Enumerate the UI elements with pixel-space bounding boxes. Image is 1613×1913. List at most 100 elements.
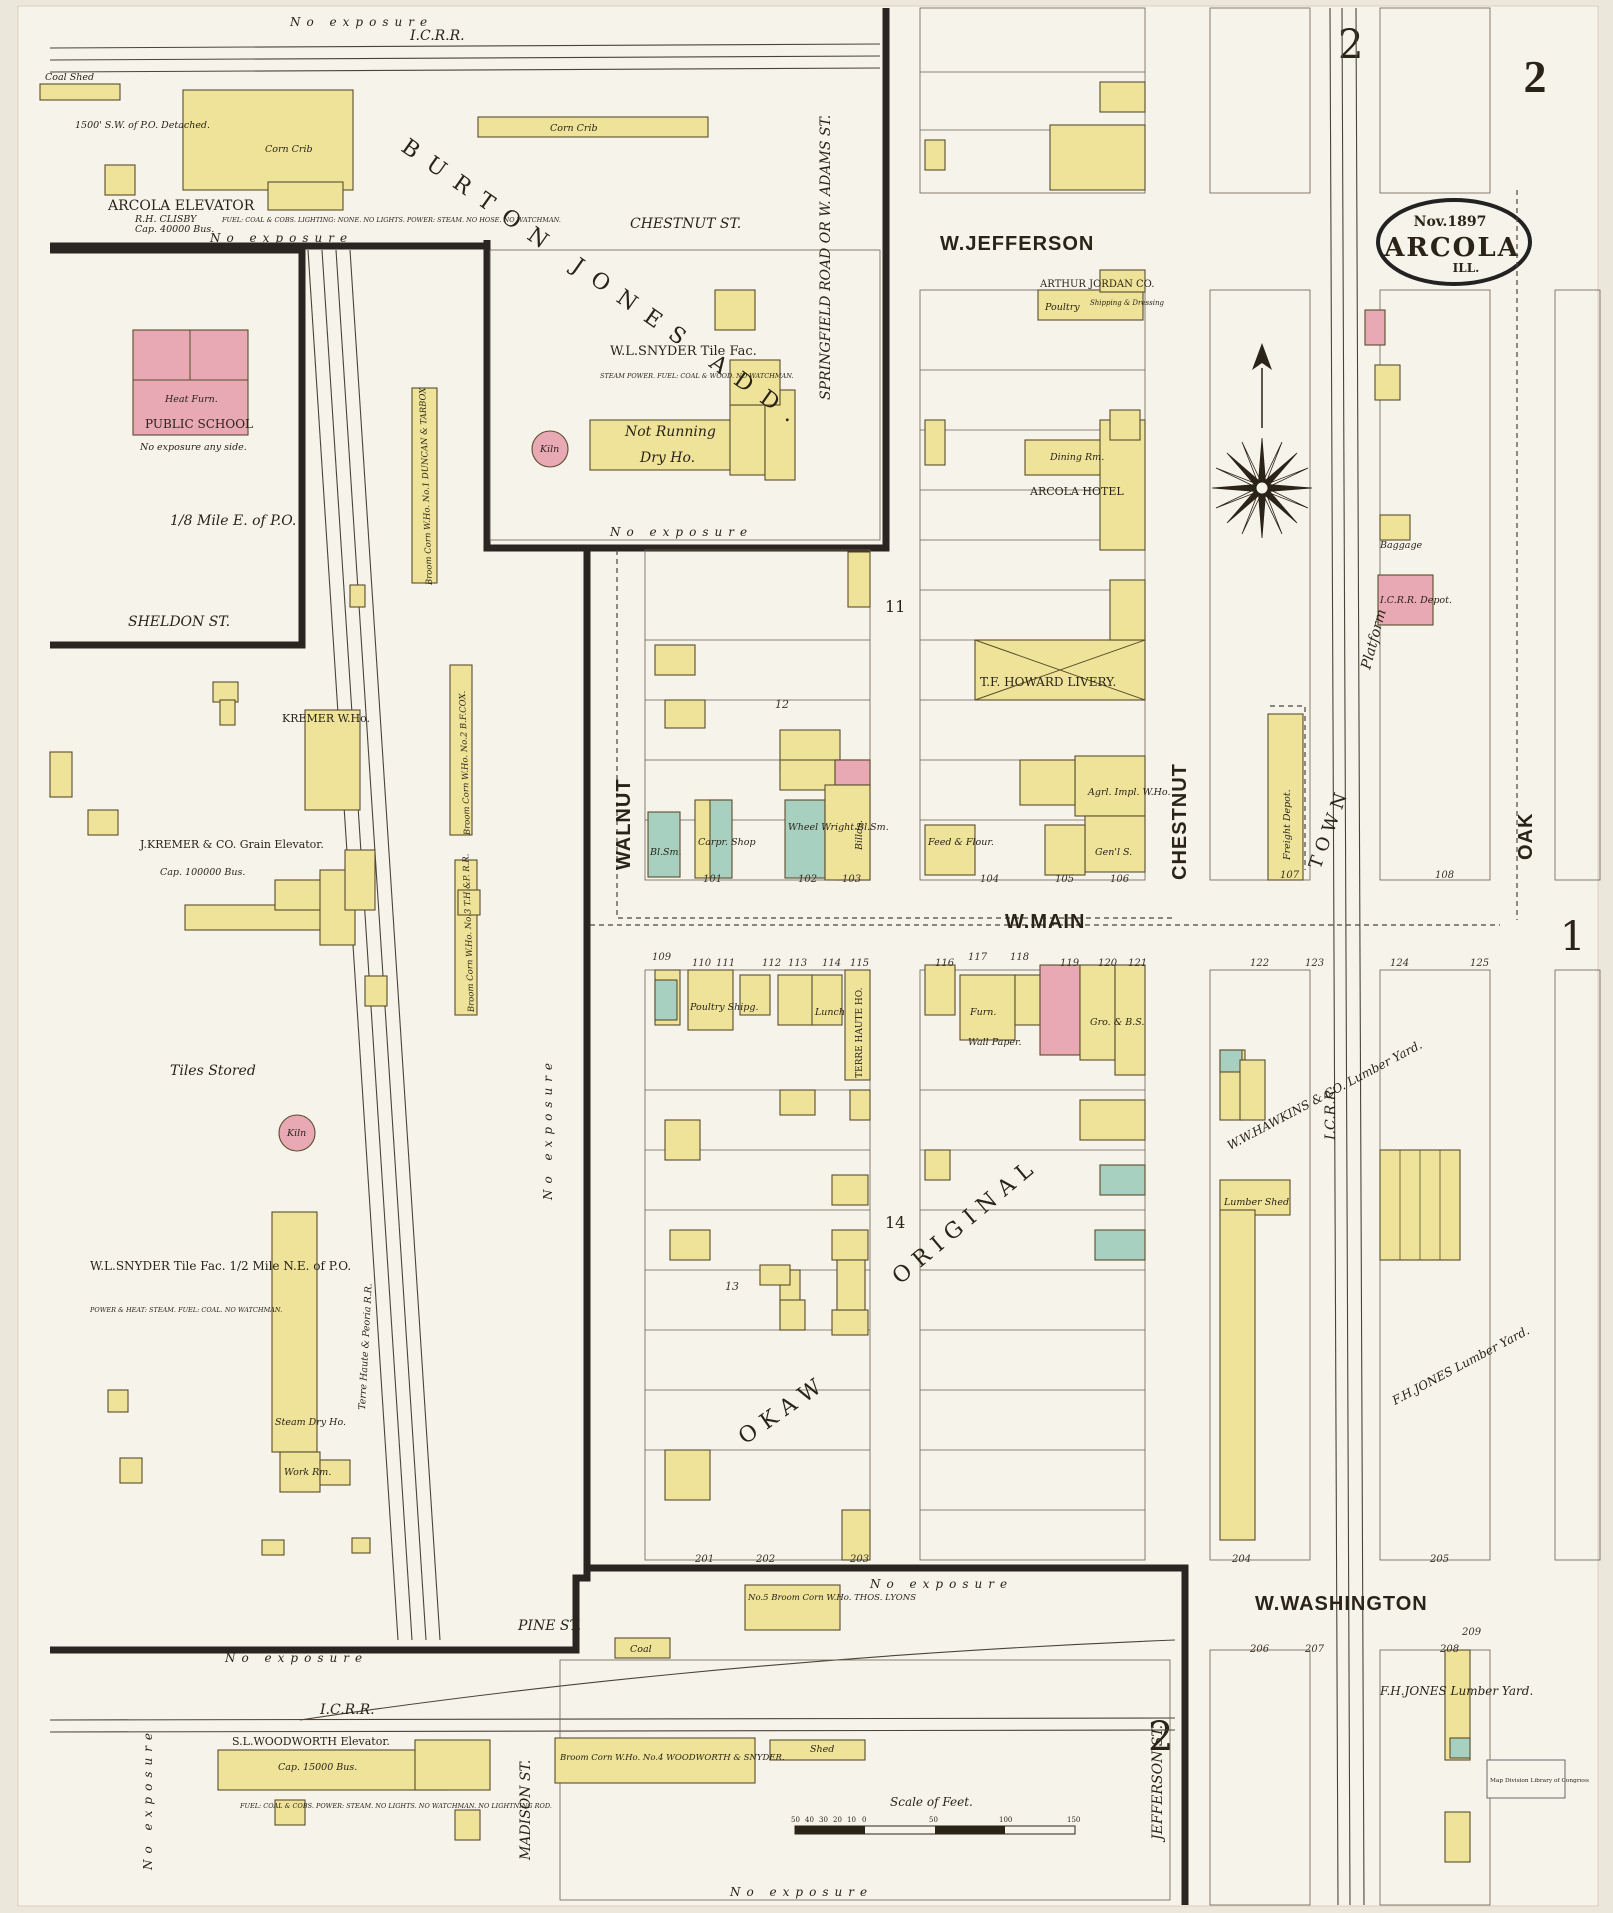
label-woodworth-cap: Cap. 15000 Bus.	[278, 1762, 357, 1773]
address-label: 112	[762, 958, 781, 969]
block-14-buildings	[654, 969, 871, 1561]
address-label: 121	[1128, 958, 1147, 969]
label-freight-depot: Freight Depot.	[1282, 789, 1293, 861]
address-label: 119	[1060, 958, 1080, 969]
boundary-line	[483, 8, 890, 552]
label-baggage: Baggage	[1379, 540, 1423, 551]
scale-tick: 100	[999, 1816, 1012, 1824]
icrr-top-track	[49, 43, 881, 73]
kiln-lower	[278, 1114, 316, 1152]
label-public-school: PUBLIC SCHOOL	[145, 417, 253, 431]
corn-crib-top	[477, 116, 709, 138]
address-label: 120	[1098, 958, 1118, 969]
exposure-label: No exposure	[541, 1057, 555, 1201]
public-school	[132, 329, 249, 436]
address-label: 203	[849, 1554, 869, 1565]
label-work-rm: Work Rm.	[284, 1467, 331, 1478]
kiln-top	[531, 430, 569, 468]
label-mile-east: 1/8 Mile E. of P.O.	[170, 513, 296, 529]
exposure-label: No exposure	[224, 1651, 368, 1665]
main-north-addresses: 101 102 103 104 105 106 107 108	[703, 870, 1454, 885]
scale-tick: 30	[819, 1816, 828, 1824]
label-billds: Billds.	[854, 820, 865, 851]
address-label: 202	[755, 1554, 775, 1565]
label-lunch: Lunch	[814, 1007, 845, 1018]
address-label: 123	[1305, 958, 1324, 969]
exposure-label: No exposure	[869, 1577, 1013, 1591]
library-stamp-text: Map Division Library of Congress	[1490, 1778, 1589, 1784]
label-public-school-exposure: No exposure any side.	[139, 442, 247, 453]
address-label: 101	[703, 874, 722, 885]
scale-tick: 50	[929, 1816, 938, 1824]
label-howard-livery: T.F. HOWARD LIVERY.	[980, 675, 1116, 689]
block-11-buildings	[647, 551, 871, 881]
label-carpr-shop: Carpr. Shop	[698, 837, 756, 848]
address-label: 105	[1055, 874, 1074, 885]
street-label-chestnut: CHESTNUT	[1169, 763, 1191, 880]
street-label-washington: W.WASHINGTON	[1255, 1593, 1428, 1615]
title-town: ARCOLA	[1383, 233, 1520, 263]
kremer-elevator	[49, 681, 388, 1007]
address-label: 205	[1429, 1554, 1449, 1565]
neighbor-sheet-bottom: 2	[1148, 1714, 1173, 1760]
address-label: 118	[1010, 952, 1029, 963]
exposure-label: No exposure	[609, 525, 753, 539]
address-label: 115	[850, 958, 869, 969]
label-coal-shed: Coal Shed	[45, 72, 94, 83]
exposure-label: No exposure	[209, 231, 353, 245]
original-block-buildings	[924, 964, 1146, 1261]
arcola-elevator-building	[39, 83, 354, 211]
label-arcola-hotel: ARCOLA HOTEL	[1029, 485, 1124, 498]
scale-bar: Scale of Feet. 50 40 30 20 10 0 50 100 1…	[791, 1795, 1080, 1835]
arthur-jordan-building	[1037, 269, 1146, 321]
address-label: 103	[842, 874, 861, 885]
railroad-label-icrr-top: I.C.R.R.	[409, 28, 465, 44]
street-label-main: W.MAIN	[1005, 911, 1085, 933]
title-date: Nov.1897	[1414, 214, 1487, 230]
title-badge: Nov.1897 ARCOLA ILL.	[1376, 198, 1532, 286]
block-number-12: 12	[775, 698, 789, 711]
icrr-bottom-track	[49, 1639, 1176, 1733]
street-label-jefferson-st: JEFFERSON ST.	[1150, 1725, 1166, 1843]
label-kremer-cap: Cap. 100000 Bus.	[160, 867, 245, 878]
label-dining-rm: Dining Rm.	[1049, 452, 1104, 463]
address-label: 114	[822, 958, 841, 969]
label-jones-lumber-2: F.H.JONES Lumber Yard.	[1379, 1684, 1533, 1698]
street-label-pine: PINE ST.	[517, 1618, 581, 1634]
street-label-oak: OAK	[1515, 813, 1537, 860]
label-public-school-heat: Heat Furn.	[164, 394, 218, 405]
howard-livery	[974, 579, 1146, 701]
label-wheelwright: Wheel Wright Bl.Sm.	[788, 822, 889, 833]
address-label: 111	[716, 958, 735, 969]
street-label-springfield: SPRINGFIELD ROAD OR W. ADAMS ST.	[818, 115, 834, 400]
address-label: 204	[1231, 1554, 1251, 1565]
address-label: 110	[692, 958, 712, 969]
label-wall-paper: Wall Paper.	[968, 1037, 1022, 1048]
scale-tick: 10	[847, 1816, 856, 1824]
exposure-label: No exposure	[729, 1885, 873, 1899]
scale-tick: 40	[805, 1816, 814, 1824]
address-label: 124	[1390, 958, 1409, 969]
label-icrr-depot: I.C.R.R. Depot.	[1379, 595, 1452, 606]
street-label-madison: MADISON ST.	[518, 1760, 534, 1861]
label-agrl-impl: Agrl. Impl. W.Ho.	[1087, 787, 1170, 798]
label-kremer-elevator: J.KREMER & CO. Grain Elevator.	[139, 838, 324, 851]
main-south-addresses: 109 110 111 112 113 114 115 116 117 118 …	[652, 952, 1489, 969]
address-label: 206	[1249, 1644, 1270, 1655]
scale-tick: 150	[1067, 1816, 1080, 1824]
label-bl-sm: Bl.Sm.	[649, 847, 682, 858]
label-arcola-elevator-detail: FUEL: COAL & COBS. LIGHTING: NONE. NO LI…	[221, 216, 561, 224]
label-kremer-who: KREMER W.Ho.	[282, 712, 370, 725]
label-poultry: Poultry	[1044, 302, 1080, 313]
scale-label: Scale of Feet.	[890, 1795, 973, 1809]
address-label: 125	[1470, 958, 1489, 969]
address-label: 116	[935, 958, 955, 969]
exposure-label: No exposure	[289, 15, 433, 29]
exposure-label: No exposure	[141, 1727, 155, 1871]
snyder-tile-factory-2	[107, 1114, 371, 1556]
address-label: 208	[1439, 1644, 1459, 1655]
library-stamp: Map Division Library of Congress	[1486, 1759, 1589, 1799]
label-snyder-tile-detail: STEAM POWER. FUEL: COAL & WOOD. NO WATCH…	[600, 372, 794, 380]
railroad-label-icrr-bottom: I.C.R.R.	[319, 1702, 375, 1718]
